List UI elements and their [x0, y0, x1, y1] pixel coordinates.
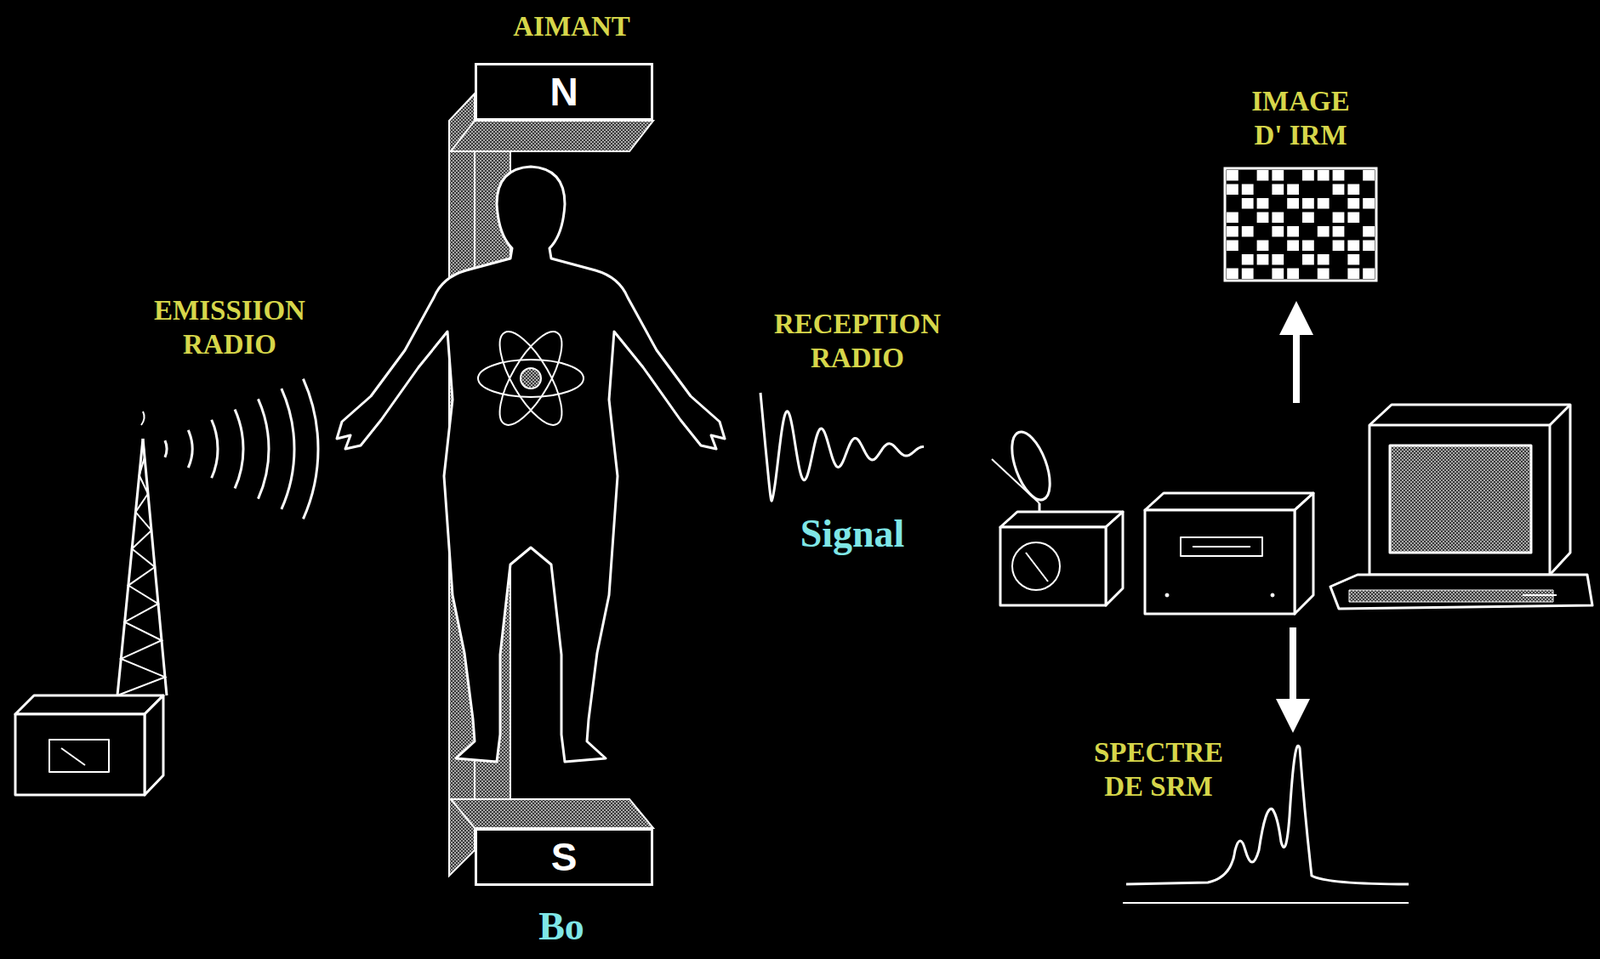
signal-label: Signal	[741, 510, 963, 558]
magnet-label: AIMANT	[461, 10, 683, 45]
computer	[1330, 404, 1593, 610]
signal-waveform	[760, 392, 924, 502]
emission-label: EMISSIION RADIO	[134, 294, 325, 362]
arrow-up	[1292, 318, 1300, 404]
radio-receiver	[991, 427, 1123, 606]
signal-processor	[1144, 493, 1314, 615]
atom-symbol	[478, 323, 584, 433]
human-body	[336, 166, 725, 763]
pole-letter: S	[551, 837, 578, 877]
antenna-tower	[117, 411, 167, 696]
spectrum-baseline	[1122, 902, 1409, 905]
image-label: IMAGE D' IRM	[1238, 85, 1363, 153]
radio-waves	[165, 379, 319, 520]
magnet-pole: N	[474, 62, 654, 121]
radio-transmitter	[15, 695, 164, 796]
field-symbol: Bo	[476, 903, 647, 951]
magnet-pole: S	[474, 828, 654, 887]
mri-image-grid	[1224, 168, 1377, 281]
reception-label: RECEPTION RADIO	[757, 307, 958, 376]
spectrum-label: SPECTRE DE SRM	[1081, 736, 1236, 804]
arrow-down	[1289, 627, 1297, 717]
pole-letter: N	[549, 72, 578, 112]
